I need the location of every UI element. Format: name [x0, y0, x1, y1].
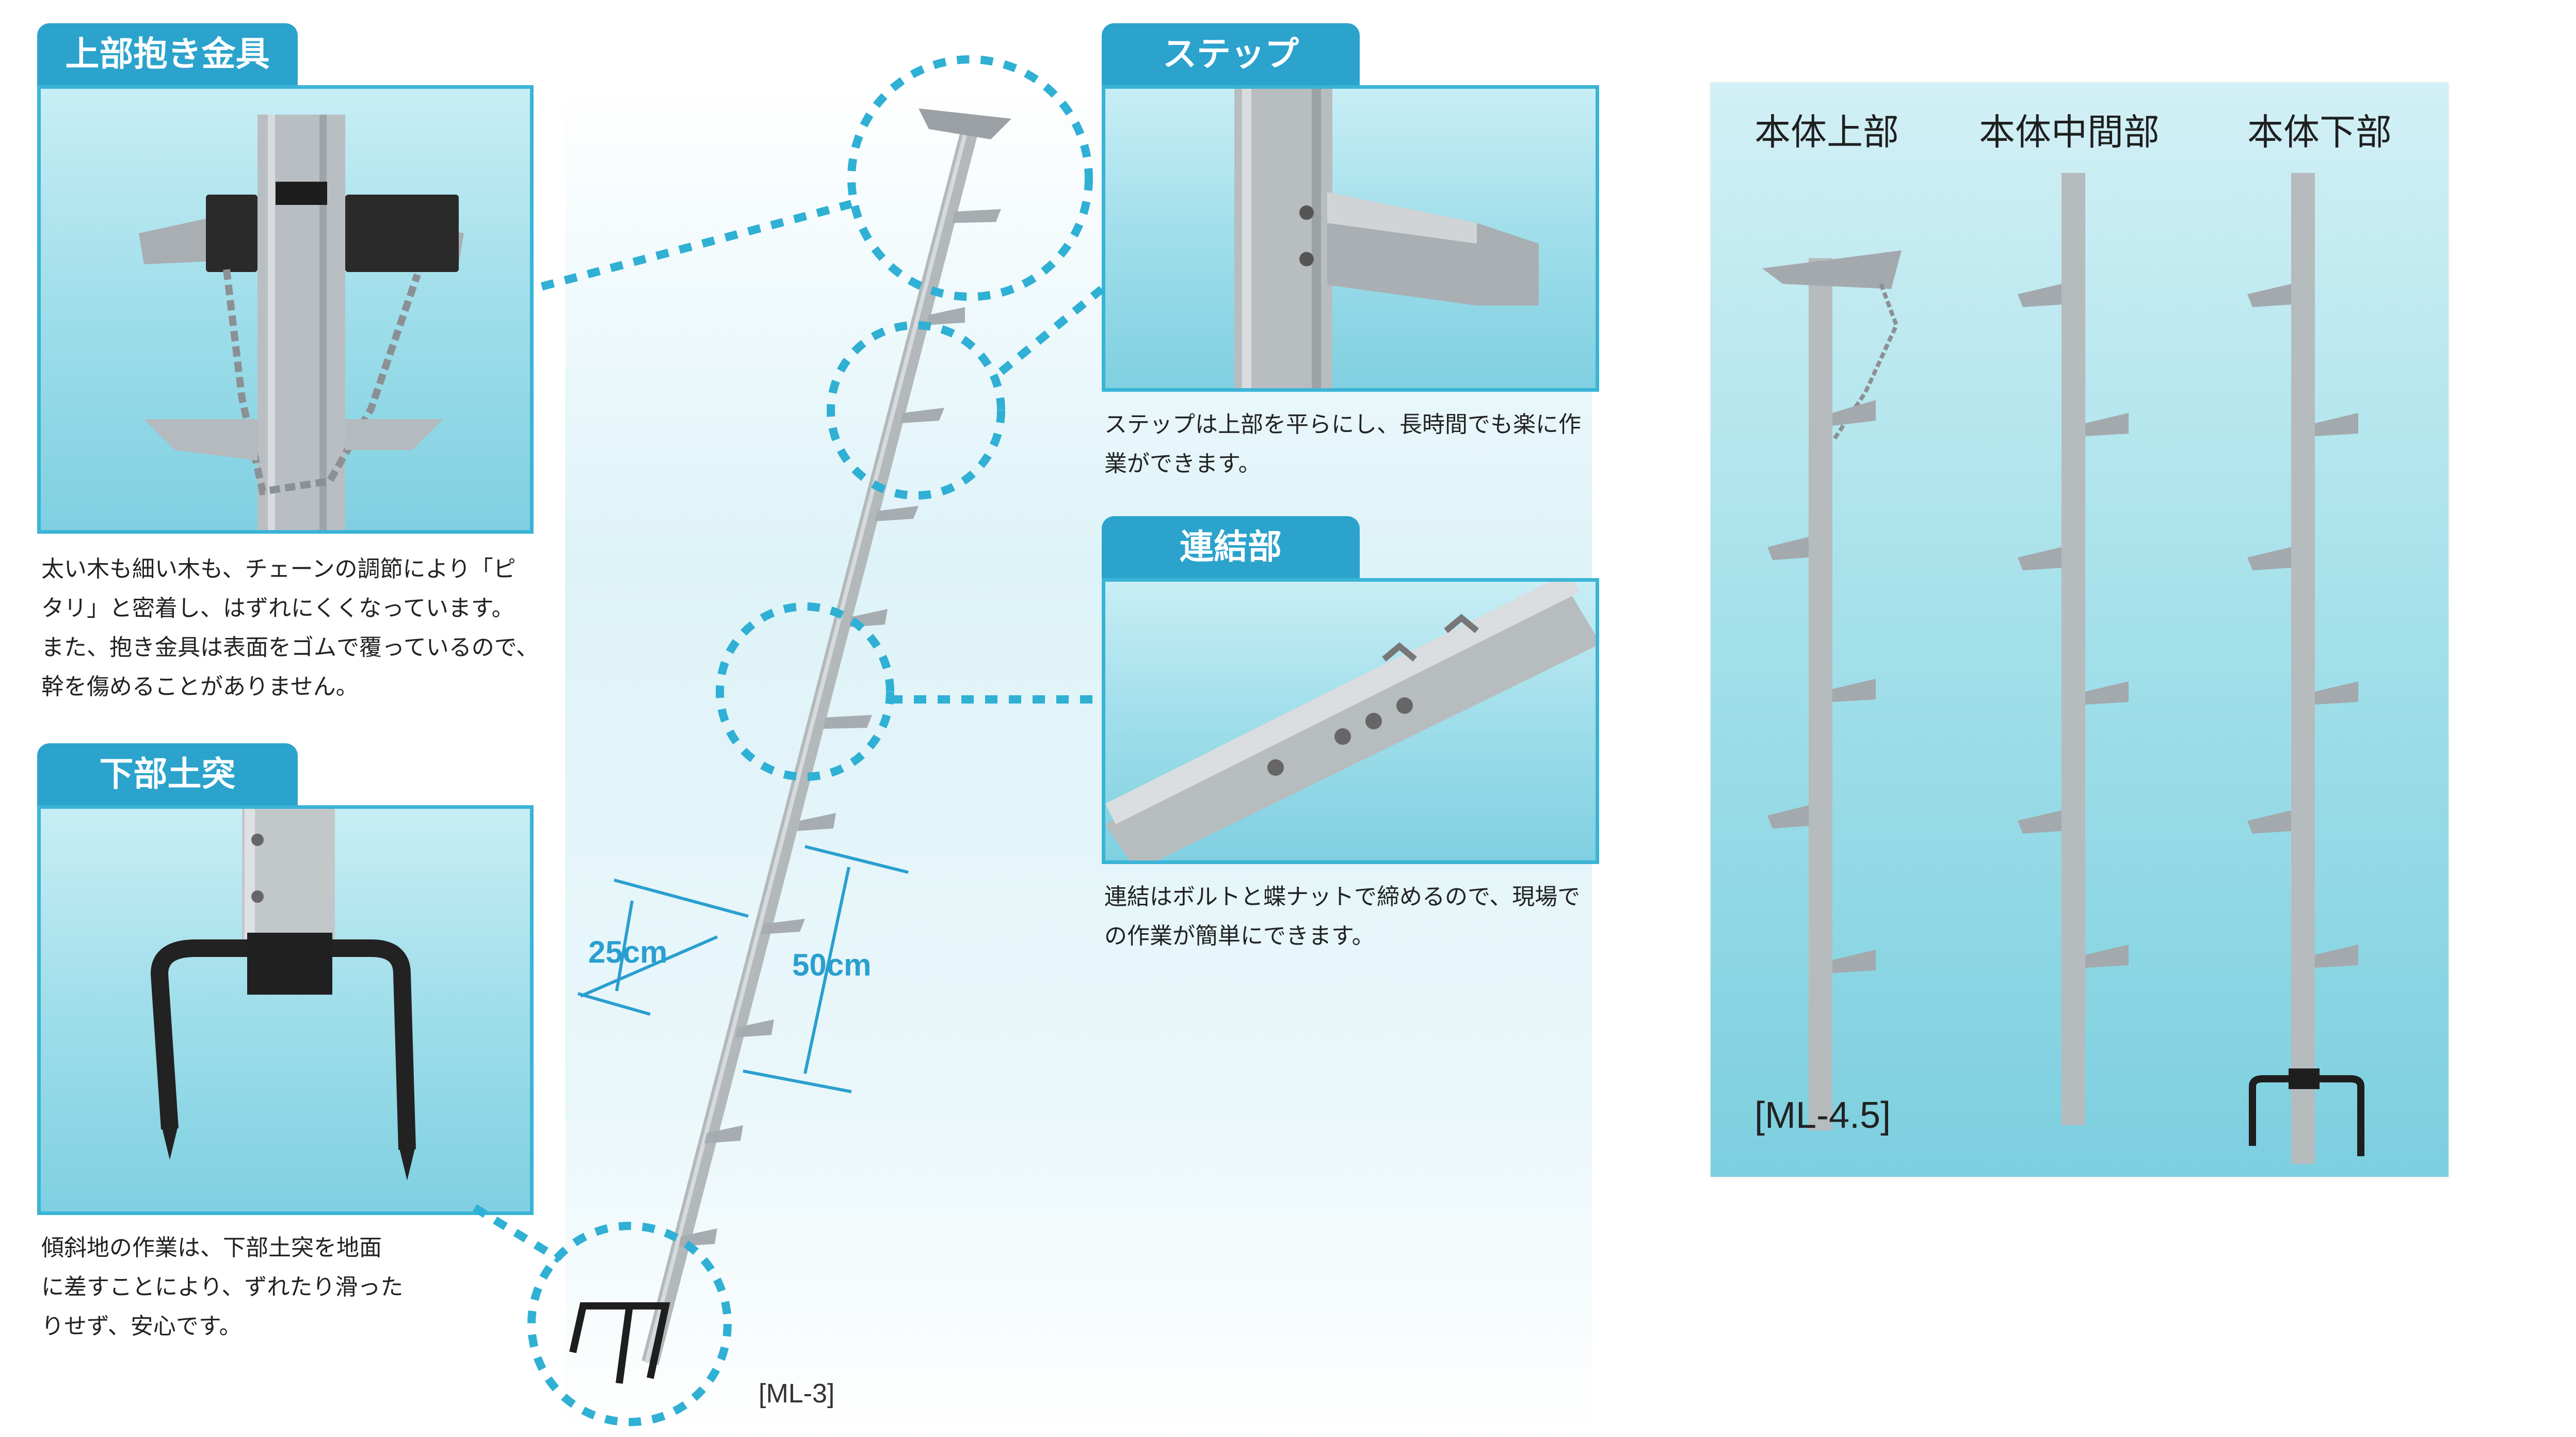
section-tab-step: ステップ [1102, 23, 1360, 85]
step-photo [1102, 85, 1599, 392]
section-label-joint: 連結部 [1180, 527, 1282, 567]
bottom-spike-description: 傾斜地の作業は、下部土突を地面 に差すことにより、ずれたり滑った りせず、安心で… [41, 1235, 404, 1339]
step-illustration [1234, 89, 1539, 388]
section-label-bottom-spike: 下部土突 [99, 754, 236, 794]
parts-heading-bottom: 本体下部 [2247, 111, 2392, 153]
parts-panel: 本体上部 本体中間部 本体下部 [1711, 83, 2449, 1177]
step-description: ステップは上部を平らにし、長時間でも楽に作 業ができます。 [1104, 411, 1581, 477]
top-clamp-photo [37, 85, 534, 534]
main-ladder-model-label: [ML-3] [759, 1379, 835, 1409]
parts-model-label: [ML-4.5] [1754, 1095, 1891, 1136]
section-tab-joint: 連結部 [1102, 516, 1360, 578]
parts-heading-middle: 本体中間部 [1979, 111, 2160, 153]
joint-illustration [1105, 582, 1596, 860]
dimension-25cm-label: 25cm [588, 935, 668, 969]
section-tab-top-clamp: 上部抱き金具 [37, 23, 298, 85]
joint-description: 連結はボルトと蝶ナットで締めるので、現場で の作業が簡単にできます。 [1104, 884, 1581, 949]
dimension-50cm-label: 50cm [792, 948, 872, 982]
top-clamp-illustration [139, 115, 464, 530]
parts-illustration [1762, 173, 2364, 1164]
section-tab-bottom-spike: 下部土突 [37, 743, 298, 805]
bottom-spike-photo [37, 805, 534, 1215]
section-label-step: ステップ [1163, 34, 1299, 74]
parts-heading-top: 本体上部 [1754, 111, 1899, 153]
bottom-spike-illustration [150, 809, 416, 1180]
ladder-steps [679, 209, 1001, 1247]
top-clamp-description: 太い木も細い木も、チェーンの調節により「ピ タリ」と密着し、はずれにくくなってい… [41, 556, 539, 700]
joint-photo [1102, 578, 1599, 864]
section-label-top-clamp: 上部抱き金具 [65, 34, 270, 74]
